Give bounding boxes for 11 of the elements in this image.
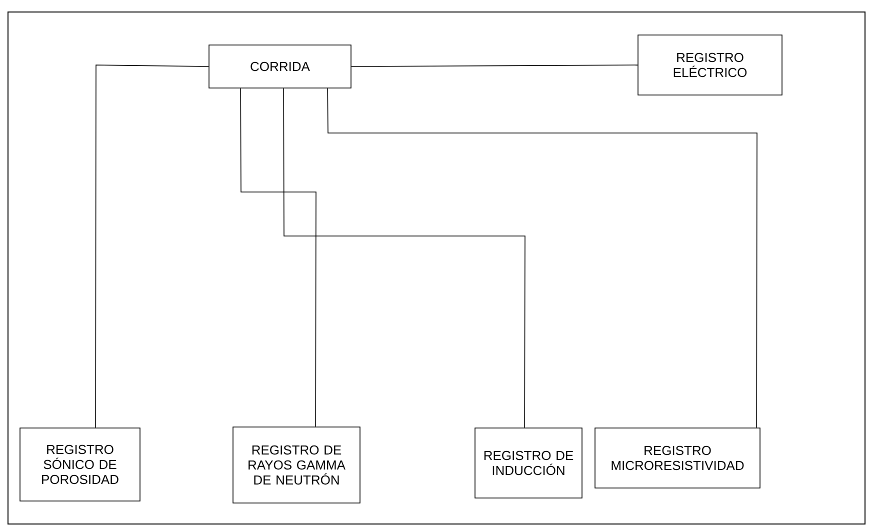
process-box: REGISTRO DE INDUCCIÓN bbox=[474, 428, 582, 498]
connector-line bbox=[327, 88, 758, 428]
process-box: REGISTRO SÓNICO DE POROSIDAD bbox=[20, 428, 140, 502]
connector-line bbox=[95, 64, 209, 428]
process-box: REGISTRO ELÉCTRICO bbox=[638, 34, 782, 96]
process-box: REGISTRO MICRORESISTIVIDAD bbox=[594, 428, 760, 488]
process-box: REGISTRO DE RAYOS GAMMA DE NEUTRÓN bbox=[232, 426, 360, 504]
connector-line bbox=[351, 64, 638, 67]
process-box: CORRIDA bbox=[208, 44, 352, 88]
connector-line bbox=[283, 88, 526, 428]
connector-line bbox=[240, 88, 316, 427]
